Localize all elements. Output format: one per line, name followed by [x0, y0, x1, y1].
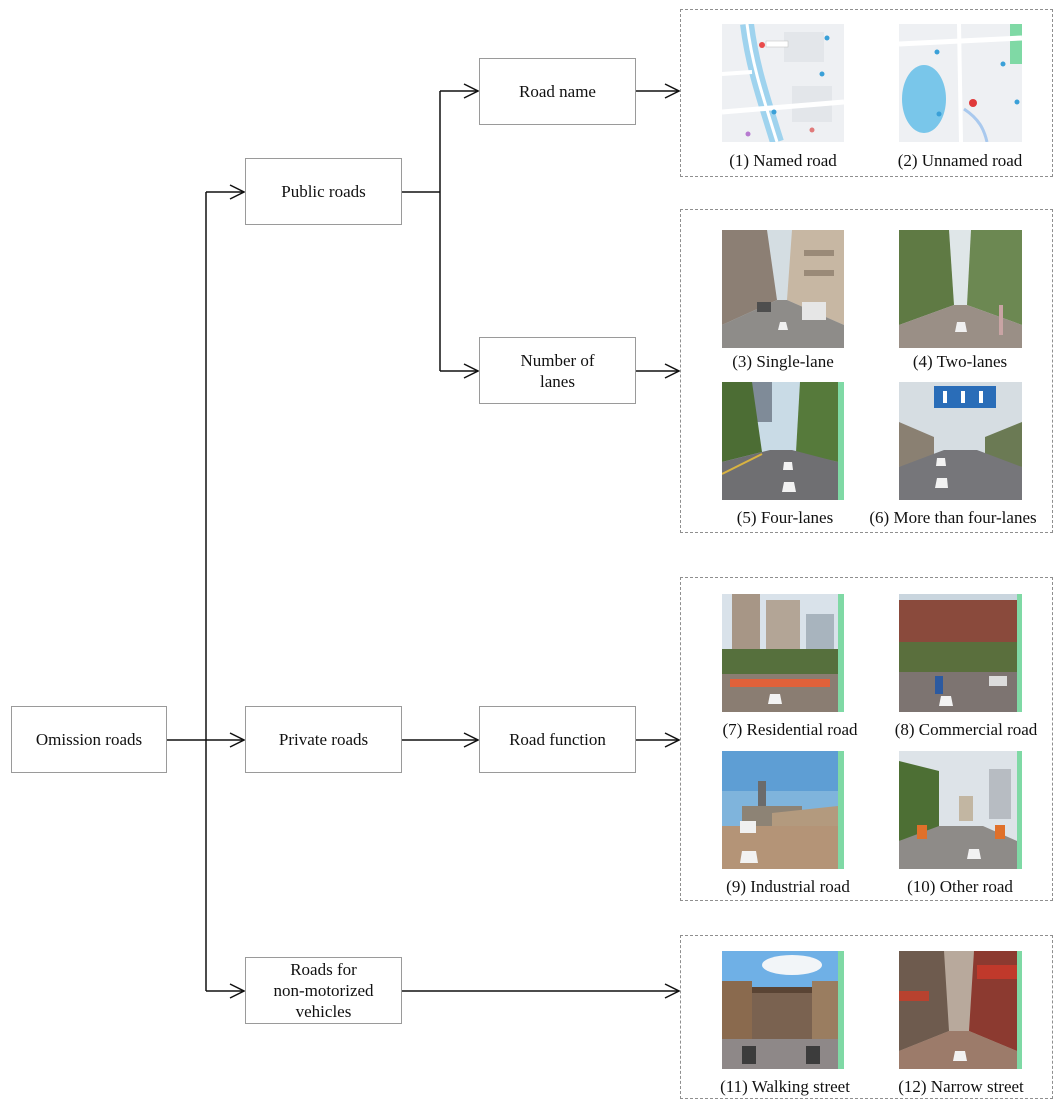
- multi-lanes-street-image: [899, 382, 1022, 500]
- residential-road-image: [722, 594, 844, 712]
- private-roads-box: Private roads: [245, 706, 402, 773]
- caption-single-lane: (3) Single-lane: [732, 352, 834, 371]
- narrow-street-image: [899, 951, 1022, 1069]
- named-road-map-image: [722, 24, 844, 142]
- two-lanes-street-image: [899, 230, 1022, 348]
- number-of-lanes-group: [680, 209, 1053, 533]
- nonmotorized-roads-box: Roads for non-motorized vehicles: [245, 957, 402, 1024]
- caption-narrow-street: (12) Narrow street: [898, 1077, 1024, 1096]
- walking-street-image: [722, 951, 844, 1069]
- unnamed-road-map-image: [899, 24, 1022, 142]
- omission-roads-box: Omission roads: [11, 706, 167, 773]
- caption-named-road: (1) Named road: [729, 151, 837, 170]
- road-name-box: Road name: [479, 58, 636, 125]
- road-name-group: [680, 9, 1053, 177]
- road-function-box: Road function: [479, 706, 636, 773]
- caption-four-lanes: (5) Four-lanes: [736, 508, 834, 527]
- other-road-image: [899, 751, 1022, 869]
- caption-residential-road: (7) Residential road: [722, 720, 858, 739]
- industrial-road-image: [722, 751, 844, 869]
- public-roads-box: Public roads: [245, 158, 402, 225]
- commercial-road-image: [899, 594, 1022, 712]
- caption-unnamed-road: (2) Unnamed road: [897, 151, 1023, 170]
- road-function-group: [680, 577, 1053, 901]
- caption-walking-street: (11) Walking street: [720, 1077, 850, 1096]
- caption-other-road: (10) Other road: [907, 877, 1013, 896]
- number-of-lanes-box: Number of lanes: [479, 337, 636, 404]
- single-lane-street-image: [722, 230, 844, 348]
- caption-more-than-four-lanes: (6) More than four-lanes: [869, 508, 1037, 527]
- caption-commercial-road: (8) Commercial road: [894, 720, 1038, 739]
- caption-two-lanes: (4) Two-lanes: [912, 352, 1008, 371]
- four-lanes-street-image: [722, 382, 844, 500]
- nonmotorized-group: [680, 935, 1053, 1099]
- caption-industrial-road: (9) Industrial road: [726, 877, 850, 896]
